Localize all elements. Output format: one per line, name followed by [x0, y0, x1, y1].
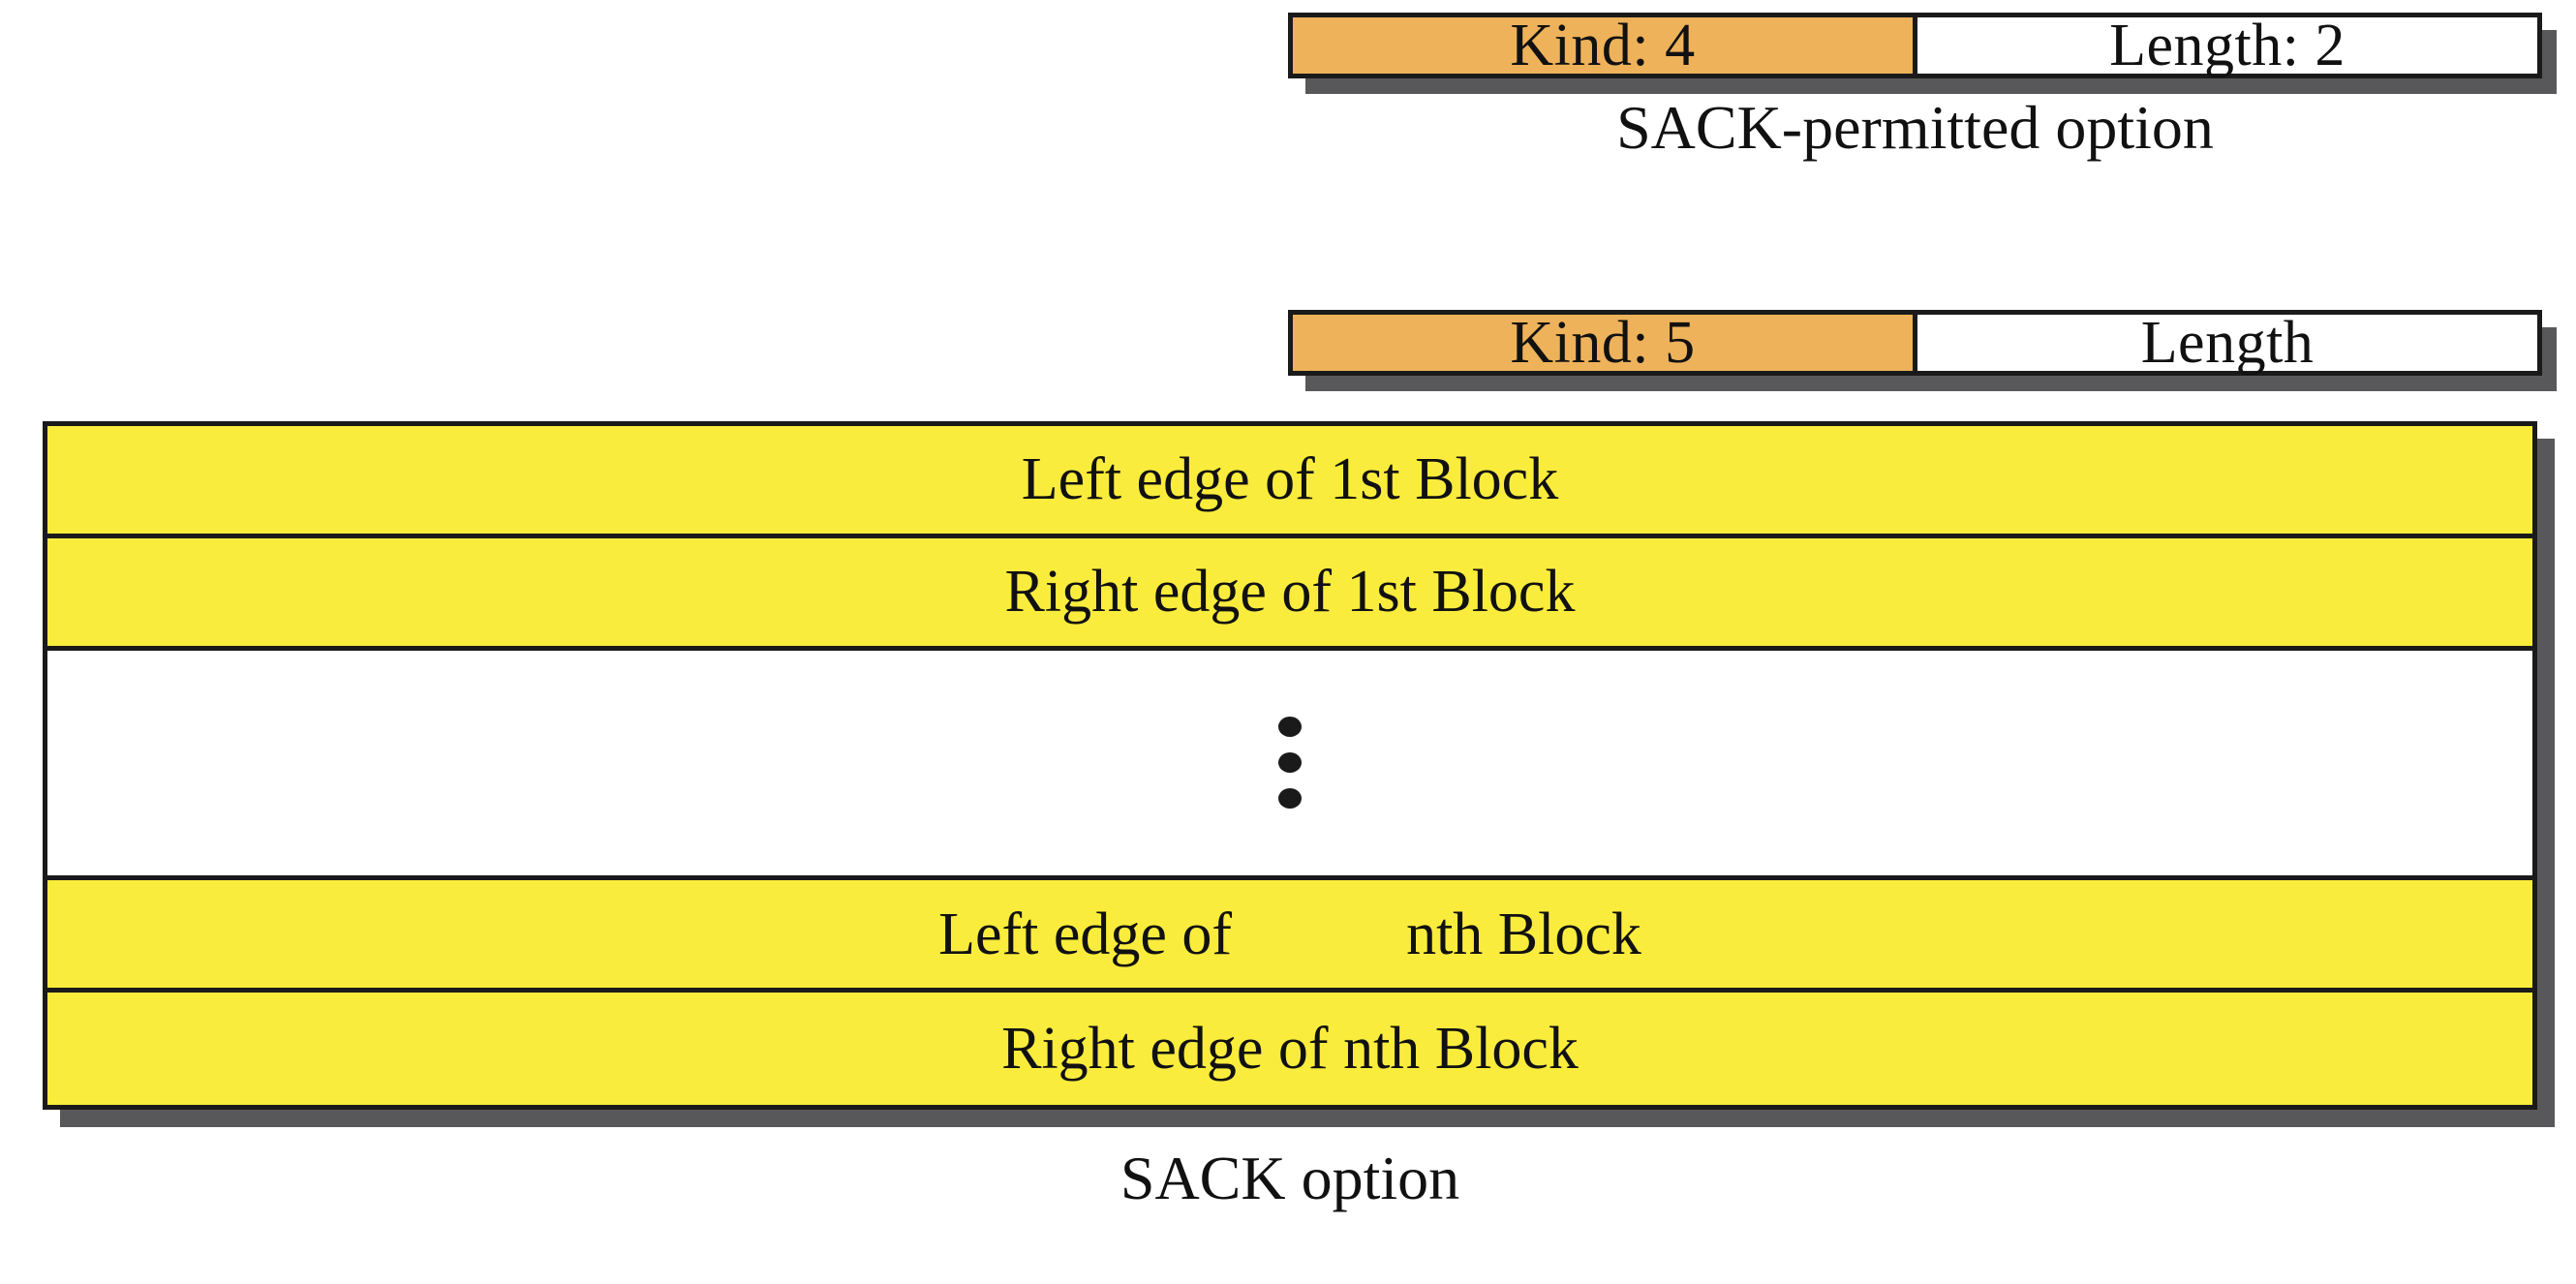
table-row-ellipsis — [47, 650, 2532, 881]
table-row-right-edge-nth-block: Right edge of nth Block — [47, 993, 2532, 1105]
table-row-left-edge-nth-block: Left edge of nth Block — [47, 880, 2532, 994]
vertical-ellipsis-icon — [1278, 717, 1302, 810]
sack-permitted-kind-cell: Kind: 4 — [1293, 15, 1917, 76]
sack-permitted-caption: SACK-permitted option — [1616, 93, 2214, 162]
sack-option-kind-cell: Kind: 5 — [1293, 313, 1917, 373]
table-row-left-edge-first-block: Left edge of 1st Block — [47, 426, 2532, 538]
left-edge-nth-label-part2: nth Block — [1406, 901, 1641, 967]
sack-permitted-header-row: Kind: 4 Length: 2 — [1288, 13, 2542, 78]
sack-option-caption: SACK option — [1119, 1144, 1460, 1212]
table-row-left-edge-nth-block-text: Left edge of nth Block — [938, 904, 1641, 964]
sack-option-block-table: Left edge of 1st Block Right edge of 1st… — [43, 421, 2537, 1110]
sack-option-header-row: Kind: 5 Length — [1288, 310, 2542, 376]
left-edge-nth-label-part1: Left edge of — [938, 901, 1233, 967]
table-row-right-edge-first-block: Right edge of 1st Block — [47, 537, 2532, 651]
sack-option-length-cell: Length — [1917, 313, 2537, 373]
sack-permitted-length-cell: Length: 2 — [1917, 15, 2537, 76]
